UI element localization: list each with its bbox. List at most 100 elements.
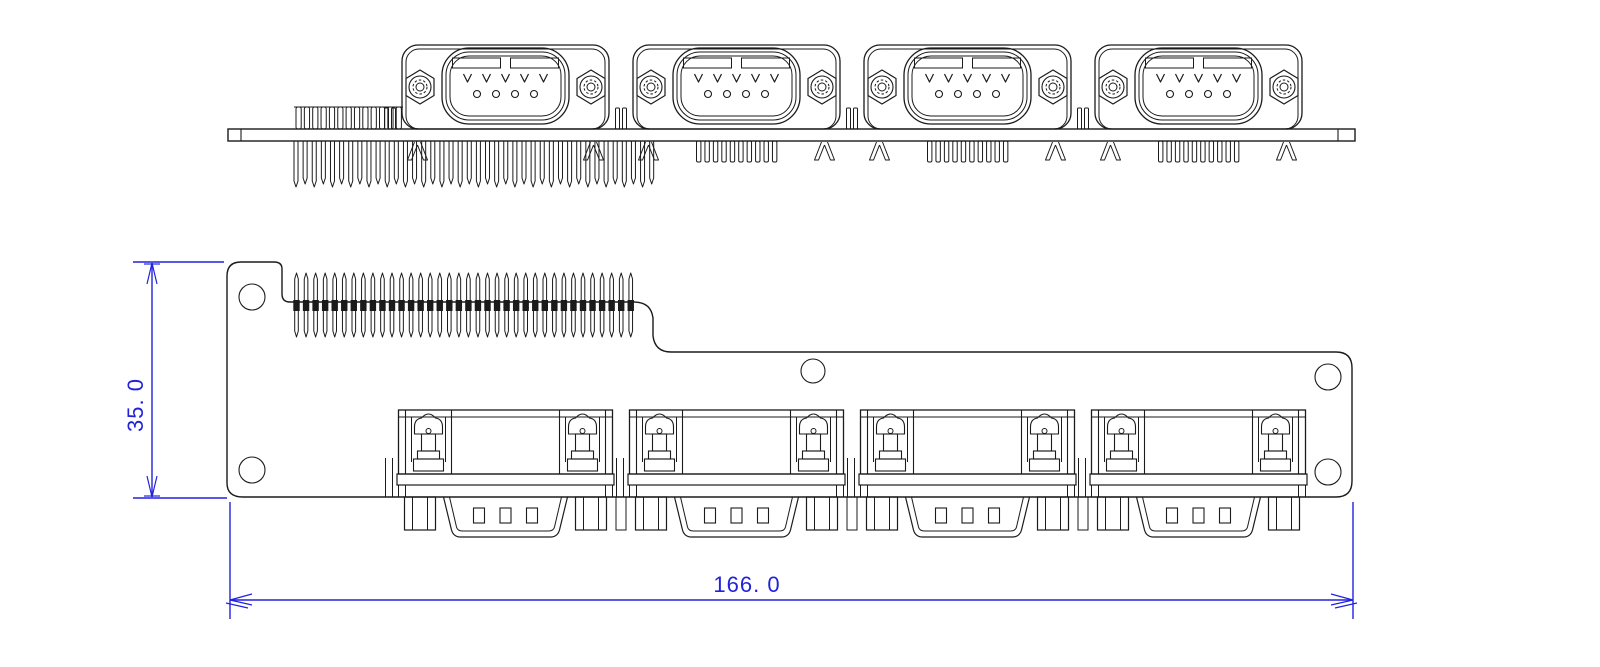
through-pin — [457, 141, 463, 188]
header-pin — [466, 272, 471, 338]
screw-crown — [1260, 413, 1291, 435]
header-comb-tooth — [387, 106, 394, 130]
connector-pin — [696, 140, 702, 163]
screw-center — [415, 82, 425, 92]
through-pin — [494, 141, 500, 188]
d-shell-ring-inner — [449, 55, 562, 117]
board-lock-leg-pair — [1276, 141, 1297, 161]
insert-bar-left — [452, 57, 501, 69]
header-pin — [618, 272, 624, 338]
leg — [1286, 141, 1297, 161]
screw-center — [1108, 82, 1118, 92]
hex-standoff — [865, 496, 899, 531]
header-pin — [418, 272, 423, 338]
header-pin-shoulder — [608, 300, 615, 311]
pin-mark-row1 — [943, 73, 954, 83]
screw-base — [643, 458, 676, 472]
header-pin-shoulder — [503, 300, 510, 311]
leg — [638, 141, 649, 161]
header-pin — [303, 272, 309, 338]
standoff-body — [574, 496, 608, 531]
screw-crown — [567, 413, 598, 435]
pin-mark-row1 — [750, 73, 761, 83]
board-lock-leg-pair — [583, 141, 604, 161]
header-pin-shoulder — [522, 300, 529, 311]
jack-screw-nut — [405, 69, 435, 105]
face-slot — [472, 507, 486, 524]
connector-pin — [704, 140, 710, 163]
face-slot — [525, 507, 539, 524]
through-pin — [649, 141, 655, 185]
connector-flange — [627, 473, 846, 486]
insert-bar-left — [1145, 57, 1194, 69]
leg — [407, 141, 418, 161]
nut-knurl-ring — [1276, 79, 1292, 95]
connector-pin — [721, 140, 727, 163]
tick — [853, 107, 858, 130]
header-pin-shoulder — [398, 300, 405, 311]
pin-mark-row1 — [924, 73, 935, 83]
jack-screw-channel — [866, 410, 915, 474]
tick — [615, 107, 620, 130]
middle-hole — [800, 358, 826, 384]
face-slot — [756, 507, 770, 524]
board-lock-ticks — [846, 107, 858, 130]
header-pin — [427, 272, 433, 338]
dsub-connector-top-view — [632, 44, 841, 130]
through-pin — [357, 141, 363, 185]
d-shell-ring-outer — [672, 47, 801, 125]
pin-mark-row1 — [981, 73, 992, 83]
leg — [1100, 141, 1111, 161]
nut-ring — [1041, 75, 1065, 99]
jack-screw-channel — [1097, 410, 1146, 474]
pin-mark-row2 — [491, 89, 501, 99]
connector-pin — [943, 140, 950, 163]
length-dimension-label: 166. 0 — [713, 572, 780, 597]
header-pin — [523, 272, 528, 338]
hex-standoff — [403, 496, 437, 531]
face-slot — [934, 507, 948, 524]
header-pin-shoulder — [493, 300, 501, 311]
through-pin — [421, 141, 427, 188]
through-pin — [439, 141, 445, 188]
hex-nut-outline — [1098, 69, 1128, 105]
d-shell — [1135, 496, 1262, 538]
insert-bar-right — [741, 57, 790, 69]
header-pin — [532, 272, 538, 338]
pin-mark-row2 — [741, 89, 751, 99]
d-shell-inner — [680, 496, 793, 532]
hex-standoff — [805, 496, 839, 531]
dimension-line — [146, 475, 153, 498]
header-pin-shoulder — [589, 300, 596, 311]
connector-pin — [763, 140, 769, 163]
screw-crown — [875, 413, 906, 435]
header-pin-shoulder — [532, 300, 539, 311]
mounting-hole — [238, 283, 266, 311]
pin-mark-row1 — [1212, 73, 1223, 83]
pin-mark-row2 — [991, 89, 1001, 99]
connector-flange — [396, 473, 615, 486]
face-slot — [730, 507, 743, 524]
header-pin — [552, 272, 557, 338]
hex-nut-outline — [807, 69, 837, 105]
dimension-lines — [133, 261, 1358, 619]
header-pin — [456, 272, 462, 338]
header-pin — [590, 272, 595, 338]
nut-knurl-ring — [1105, 79, 1121, 95]
dsub-connector-front-view — [385, 409, 615, 538]
header-pin-shoulder — [474, 300, 482, 311]
connector-pin — [986, 140, 992, 163]
header-pin — [313, 272, 318, 338]
dimension-line — [229, 593, 253, 601]
d-shell-ring-inner — [911, 55, 1024, 117]
standoff-body — [1267, 496, 1301, 531]
through-pin — [530, 141, 536, 188]
front-view-board — [226, 261, 1353, 538]
front-pin-header — [293, 272, 634, 338]
through-pin — [539, 141, 545, 185]
through-pin — [585, 141, 591, 188]
d-shell — [442, 496, 569, 538]
connector-pin — [927, 140, 933, 163]
